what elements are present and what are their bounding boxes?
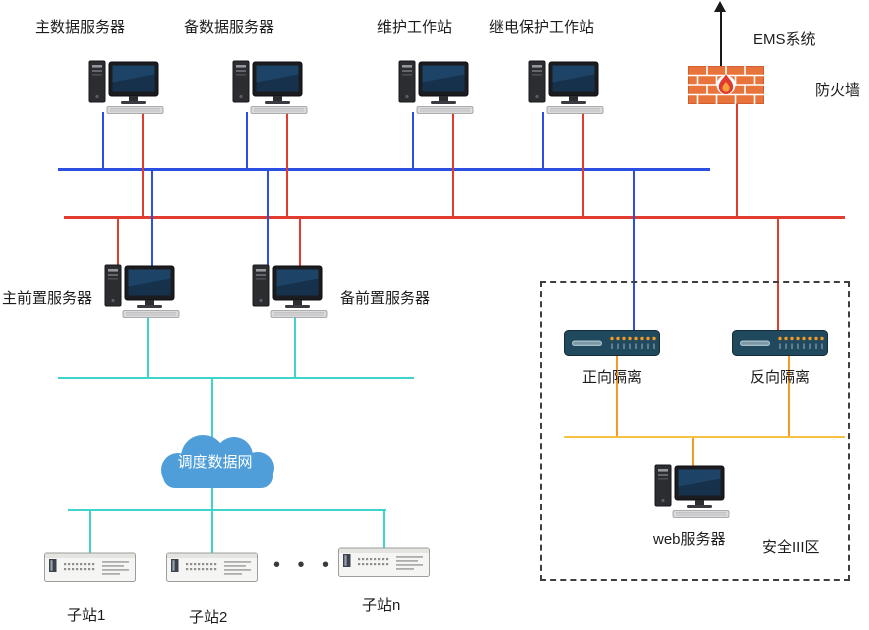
link-firewall-red	[736, 104, 738, 216]
label-firewall: 防火墙	[815, 82, 861, 99]
link-backup-data-blue	[246, 112, 248, 168]
link-reverse-isolation-down	[788, 356, 790, 436]
link-main-front-red	[117, 219, 119, 266]
main-data-server-computer-icon	[88, 60, 168, 114]
maintenance-workstation-computer-icon	[398, 60, 478, 114]
label-maintenance-workstation: 维护工作站	[377, 19, 453, 36]
substation-n-device-icon	[338, 545, 430, 579]
label-security-zone-iii: 安全III区	[762, 539, 820, 556]
link-backup-front-blue	[267, 171, 269, 266]
link-maintenance-blue	[412, 112, 414, 168]
link-main-front-blue	[151, 171, 153, 266]
link-web-server-up	[692, 438, 694, 466]
label-substation-n: 子站n	[362, 597, 401, 614]
cloud-icon	[161, 435, 274, 488]
link-reverse-isolation-red	[777, 219, 779, 330]
link-cloud-up	[211, 379, 213, 438]
link-maintenance-red	[452, 112, 454, 216]
backup-data-server-computer-icon	[232, 60, 312, 114]
web-server-computer-icon	[654, 464, 734, 518]
label-web-server: web服务器	[653, 531, 726, 548]
substation-1-device-icon	[44, 550, 136, 584]
link-main-data-red	[142, 112, 144, 216]
label-reverse-isolation: 反向隔离	[750, 369, 811, 386]
firewall-icon	[688, 66, 764, 104]
zone3-bus-line	[564, 436, 845, 438]
forward-isolation-device-icon	[564, 330, 660, 356]
label-backup-data-server: 备数据服务器	[184, 19, 275, 36]
security-zone-iii-box	[540, 281, 850, 581]
lan-a-bus-line	[58, 168, 710, 171]
label-substation-1: 子站1	[67, 607, 106, 624]
lan-b-bus-line	[64, 216, 845, 219]
link-forward-isolation-blue	[633, 171, 635, 330]
label-dispatch-data-network: 调度数据网	[177, 453, 253, 471]
link-substation-2	[211, 511, 213, 553]
link-cloud-down	[211, 488, 213, 510]
link-main-data-blue	[102, 112, 104, 168]
link-firewall-ems	[720, 12, 722, 66]
main-front-server-computer-icon	[104, 264, 184, 318]
backup-front-server-computer-icon	[252, 264, 332, 318]
label-main-data-server: 主数据服务器	[35, 19, 126, 36]
link-relay-blue	[542, 112, 544, 168]
link-backup-front-down	[294, 316, 296, 378]
link-forward-isolation-down	[616, 356, 618, 436]
label-substation-2: 子站2	[189, 609, 228, 626]
label-forward-isolation: 正向隔离	[582, 369, 643, 386]
reverse-isolation-device-icon	[732, 330, 828, 356]
front-net-bus-line	[58, 377, 414, 379]
label-backup-front-server: 备前置服务器	[340, 290, 431, 307]
label-main-front-server: 主前置服务器	[2, 290, 93, 307]
link-main-front-down	[147, 316, 149, 378]
link-substation-n	[383, 511, 385, 548]
link-relay-red	[582, 112, 584, 216]
relay-protection-workstation-computer-icon	[528, 60, 608, 114]
substation-2-device-icon	[166, 550, 258, 584]
label-relay-protection-workstation: 继电保护工作站	[489, 19, 595, 36]
link-backup-data-red	[286, 112, 288, 216]
label-ems-system: EMS系统	[753, 31, 816, 48]
substation-bus-line	[68, 509, 386, 511]
link-backup-front-red	[299, 219, 301, 266]
link-substation-1	[89, 511, 91, 553]
ems-arrow-icon	[714, 1, 726, 12]
substation-ellipsis: • • •	[272, 554, 336, 576]
